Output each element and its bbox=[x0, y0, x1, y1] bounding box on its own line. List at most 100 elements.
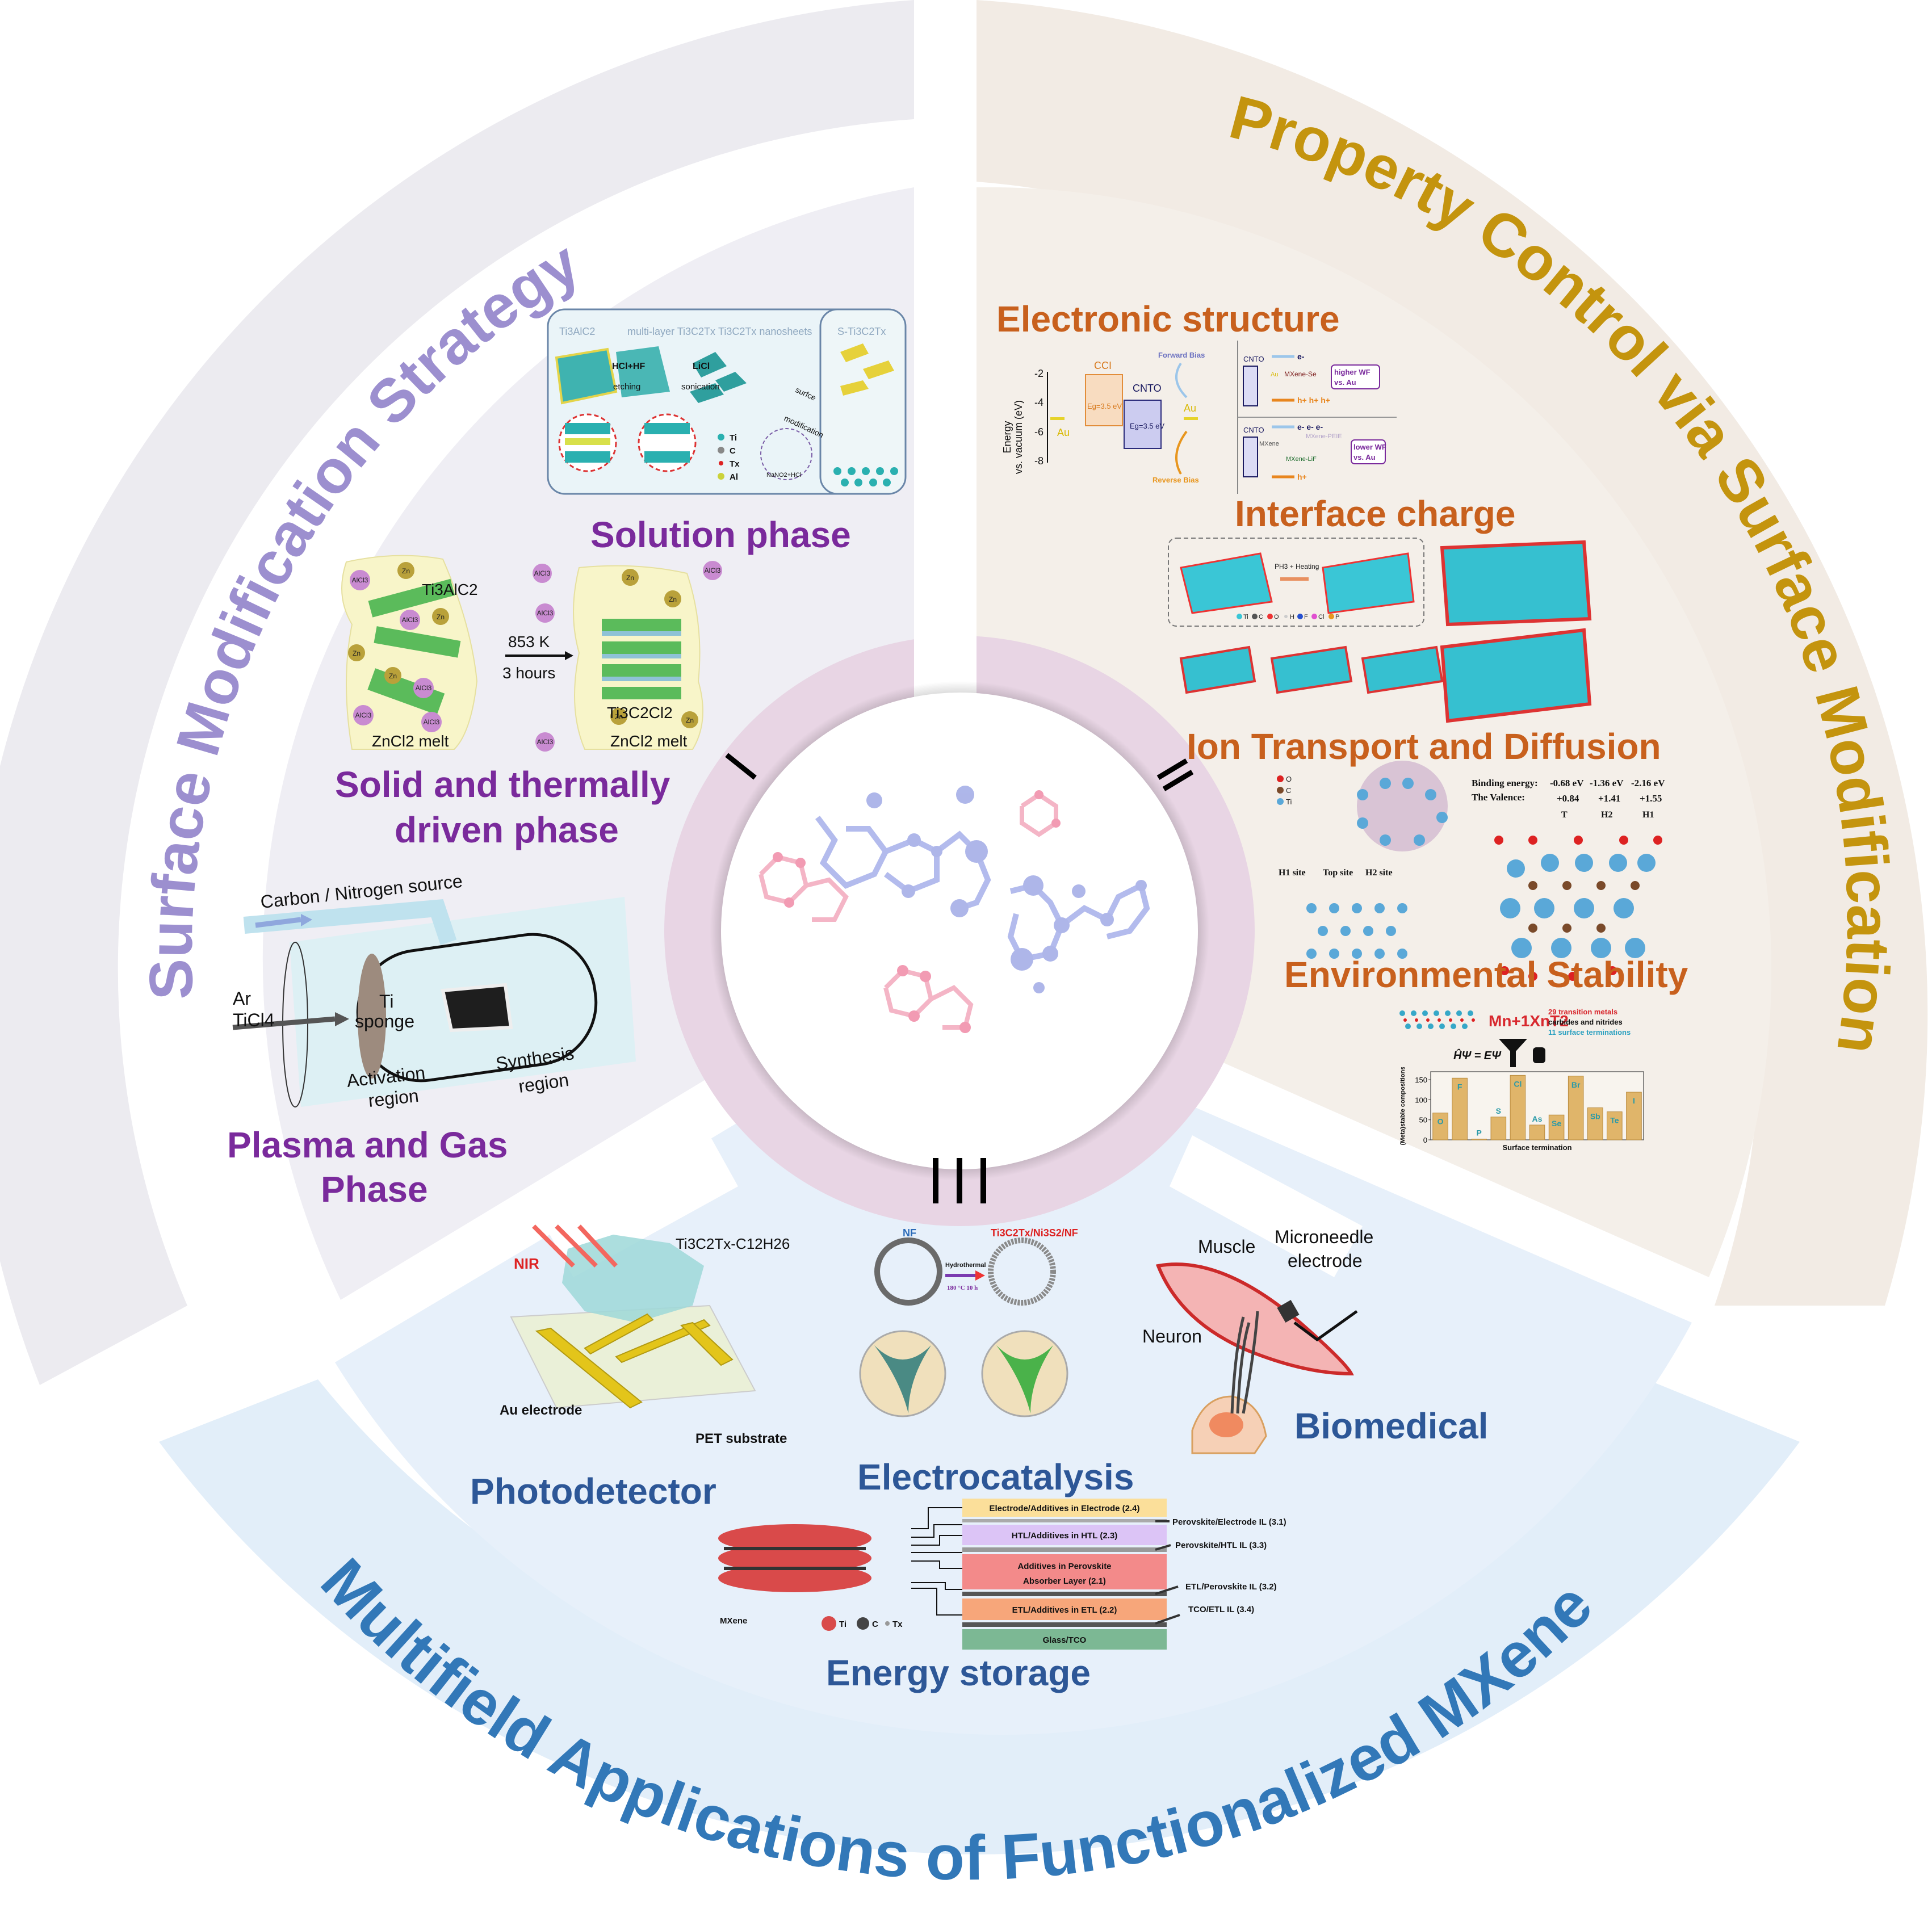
svg-text:-1.36 eV: -1.36 eV bbox=[1590, 778, 1624, 788]
svg-text:Electrode/Additives in Electro: Electrode/Additives in Electrode (2.4) bbox=[989, 1504, 1139, 1513]
section-title-photodetector: Photodetector bbox=[470, 1471, 716, 1512]
svg-text:3 hours: 3 hours bbox=[502, 664, 555, 682]
section-title-electronic-structure: Electronic structure bbox=[996, 299, 1340, 339]
x-axis-label: Surface termination bbox=[1502, 1143, 1571, 1152]
svg-text:MXene-PEIE: MXene-PEIE bbox=[1306, 433, 1342, 440]
svg-text:Additives in Perovskite: Additives in Perovskite bbox=[1017, 1562, 1111, 1571]
database-icon bbox=[1533, 1047, 1545, 1063]
svg-text:H2: H2 bbox=[1601, 810, 1612, 820]
y-tick-label: 0 bbox=[1423, 1136, 1427, 1144]
bar-Se bbox=[1548, 1114, 1565, 1140]
svg-text:Ti: Ti bbox=[379, 991, 393, 1012]
svg-text:Ti3C2Tx/Ni3S2/NF: Ti3C2Tx/Ni3S2/NF bbox=[991, 1227, 1078, 1239]
bar-P bbox=[1471, 1139, 1487, 1140]
svg-text:AlCl3: AlCl3 bbox=[424, 718, 440, 726]
svg-text:Neuron: Neuron bbox=[1142, 1326, 1202, 1346]
svg-text:AlCl3: AlCl3 bbox=[352, 576, 368, 584]
svg-text:-2: -2 bbox=[1034, 368, 1043, 379]
svg-text:CNTO: CNTO bbox=[1133, 383, 1162, 394]
svg-text:Ti3AlC2: Ti3AlC2 bbox=[559, 326, 595, 337]
svg-text:C: C bbox=[1286, 786, 1291, 795]
svg-text:e-: e- bbox=[1297, 352, 1305, 361]
sector1-outer-band bbox=[0, 0, 914, 1385]
svg-text:vs. Au: vs. Au bbox=[1353, 453, 1376, 461]
svg-text:+0.84: +0.84 bbox=[1557, 793, 1579, 804]
bar-label-Sb: Sb bbox=[1590, 1112, 1600, 1121]
svg-text:Zn: Zn bbox=[686, 716, 694, 724]
svg-text:Ti3C2Tx nanosheets: Ti3C2Tx nanosheets bbox=[718, 326, 812, 337]
svg-text:S-Ti3C2Tx: S-Ti3C2Tx bbox=[837, 326, 886, 337]
section-title-energy-storage: Energy storage bbox=[826, 1652, 1091, 1693]
svg-text:AlCl3: AlCl3 bbox=[705, 567, 721, 574]
svg-text:Zn: Zn bbox=[615, 713, 623, 721]
bar-label-S: S bbox=[1496, 1106, 1501, 1115]
electronic-structure-figure: Energy vs. vacuum (eV) -2 -4 -6 -8 Au CC… bbox=[1001, 341, 1397, 494]
svg-text:Ar: Ar bbox=[233, 988, 251, 1009]
section-title-ion-transport: Ion Transport and Diffusion bbox=[1187, 726, 1661, 767]
svg-text:Energy: Energy bbox=[1001, 421, 1013, 453]
svg-text:Muscle: Muscle bbox=[1198, 1236, 1255, 1257]
svg-text:Perovskite/Electrode IL (3.1): Perovskite/Electrode IL (3.1) bbox=[1172, 1517, 1286, 1527]
svg-text:NaNO2+HCl: NaNO2+HCl bbox=[766, 472, 801, 479]
svg-text:sonication: sonication bbox=[681, 382, 720, 392]
bar-label-Cl: Cl bbox=[1514, 1079, 1522, 1088]
svg-text:ĤΨ = EΨ: ĤΨ = EΨ bbox=[1453, 1048, 1502, 1062]
svg-text:HTL/Additives in HTL (2.3): HTL/Additives in HTL (2.3) bbox=[1012, 1531, 1117, 1541]
svg-text:Au: Au bbox=[1057, 427, 1070, 438]
svg-text:LiCl: LiCl bbox=[693, 362, 710, 371]
svg-text:O: O bbox=[1274, 614, 1279, 620]
svg-text:Ti3C2Cl2: Ti3C2Cl2 bbox=[607, 704, 673, 721]
y-tick-label: 150 bbox=[1415, 1076, 1427, 1084]
numeral-I bbox=[725, 753, 757, 780]
svg-text:H1 site: H1 site bbox=[1279, 868, 1306, 878]
svg-text:TiCl4: TiCl4 bbox=[233, 1010, 274, 1030]
svg-text:carbides and nitrides: carbides and nitrides bbox=[1548, 1018, 1623, 1026]
svg-text:Top site: Top site bbox=[1323, 868, 1353, 878]
funnel-icon bbox=[1499, 1039, 1527, 1067]
svg-text:NIR: NIR bbox=[514, 1255, 539, 1272]
svg-text:Eg=3.5 eV: Eg=3.5 eV bbox=[1130, 422, 1164, 430]
svg-text:Zn: Zn bbox=[437, 613, 445, 621]
svg-text:AlCl3: AlCl3 bbox=[537, 609, 554, 617]
svg-text:Au: Au bbox=[1184, 402, 1196, 414]
svg-text:Ti: Ti bbox=[839, 1619, 846, 1629]
svg-text:Cl: Cl bbox=[1318, 614, 1324, 620]
ion-transport-figure: O C Ti H1 site Top site H2 site Binding … bbox=[1277, 761, 1665, 981]
bar-label-As: As bbox=[1532, 1114, 1543, 1123]
center-disc bbox=[721, 693, 1198, 1169]
bar-I bbox=[1626, 1092, 1642, 1140]
svg-text:F: F bbox=[1304, 614, 1308, 620]
bar-label-Br: Br bbox=[1571, 1080, 1581, 1089]
plasma-phase-figure: Carbon / Nitrogen source Ar TiCl4 Ti spo… bbox=[232, 871, 636, 1111]
svg-text:29 transition metals: 29 transition metals bbox=[1548, 1008, 1617, 1016]
svg-text:Hydrothermal: Hydrothermal bbox=[945, 1262, 986, 1269]
svg-text:Microneedle: Microneedle bbox=[1275, 1227, 1373, 1247]
section-title-solid-phase-line1: Solid and thermally bbox=[335, 764, 670, 805]
solution-phase-figure: Ti3AlC2 multi-layer Ti3C2Tx Ti3C2Tx nano… bbox=[547, 308, 907, 495]
svg-text:Zn: Zn bbox=[402, 567, 410, 575]
svg-text:Al: Al bbox=[730, 472, 738, 482]
svg-text:C: C bbox=[872, 1619, 878, 1629]
svg-text:HCl+HF: HCl+HF bbox=[612, 362, 645, 371]
svg-text:TCO/ETL IL (3.4): TCO/ETL IL (3.4) bbox=[1188, 1605, 1254, 1614]
svg-text:ZnCl2 melt: ZnCl2 melt bbox=[372, 732, 449, 750]
bar-label-F: F bbox=[1457, 1082, 1462, 1091]
svg-text:CCI: CCI bbox=[1094, 360, 1112, 371]
section-title-electrocatalysis: Electrocatalysis bbox=[857, 1457, 1134, 1497]
svg-text:Zn: Zn bbox=[669, 595, 677, 603]
svg-text:T: T bbox=[1561, 810, 1568, 820]
sector3-outer-band bbox=[159, 1379, 1800, 1855]
svg-text:-0.68 eV: -0.68 eV bbox=[1550, 778, 1584, 788]
svg-text:multi-layer Ti3C2Tx: multi-layer Ti3C2Tx bbox=[627, 326, 715, 337]
bar-As bbox=[1529, 1125, 1545, 1140]
svg-text:CNTO: CNTO bbox=[1243, 355, 1264, 363]
svg-text:Ti3C2Tx-C12H26: Ti3C2Tx-C12H26 bbox=[676, 1235, 790, 1252]
svg-text:Ti3AlC2: Ti3AlC2 bbox=[422, 581, 478, 598]
numeral-III bbox=[933, 1158, 986, 1203]
svg-text:MXene-Se: MXene-Se bbox=[1284, 370, 1317, 378]
svg-text:Binding energy:: Binding energy: bbox=[1472, 778, 1538, 788]
svg-text:C: C bbox=[730, 446, 736, 456]
svg-text:-8: -8 bbox=[1034, 455, 1043, 467]
section-title-solution-phase: Solution phase bbox=[590, 514, 851, 555]
